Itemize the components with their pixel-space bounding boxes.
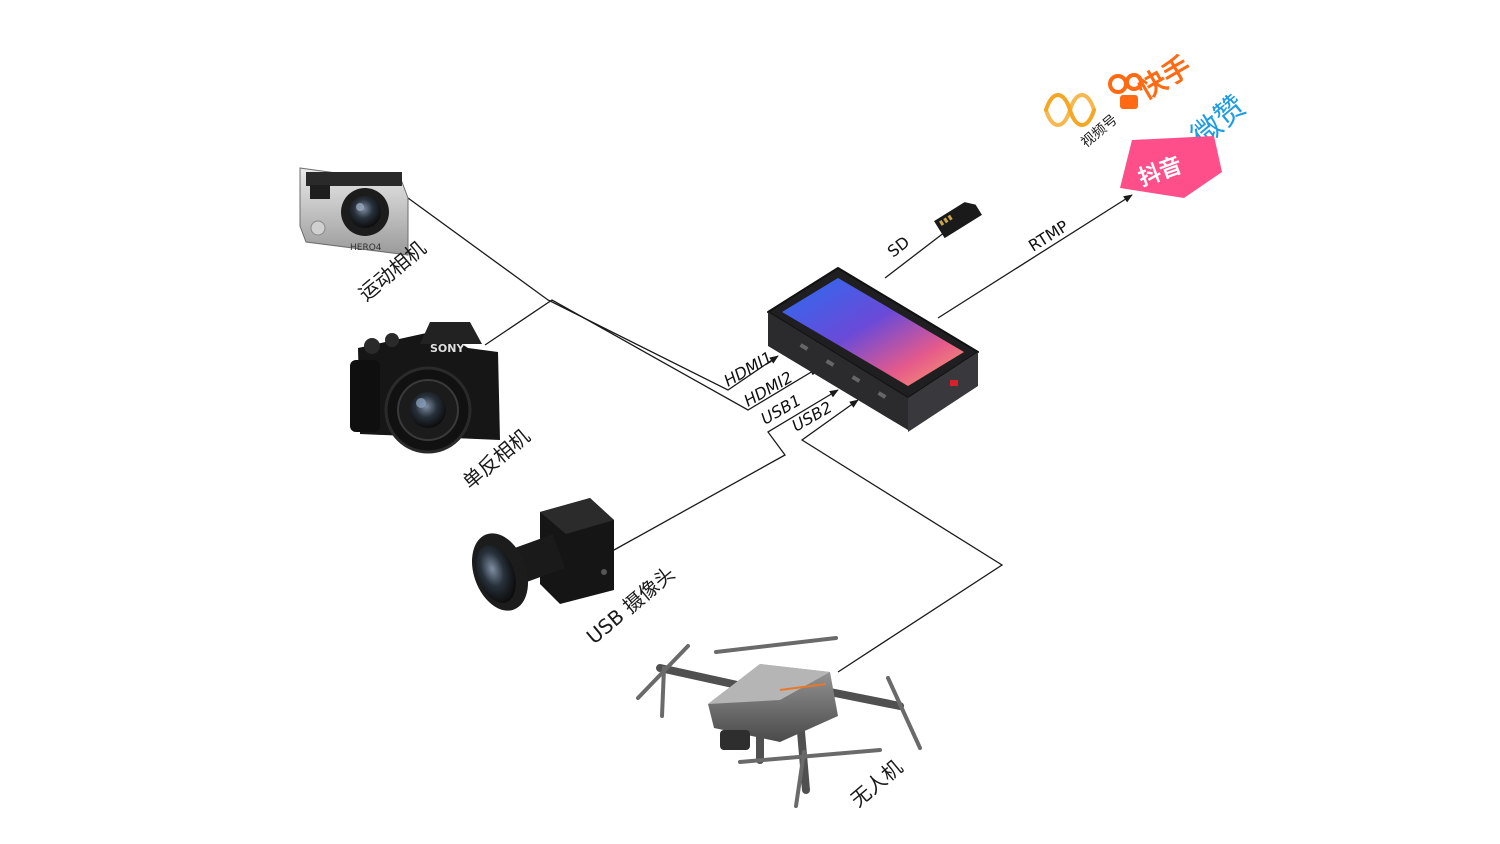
- wire-usb2: [800, 399, 1004, 673]
- kuaishou-label: 快手: [1132, 49, 1197, 106]
- encoder-screen: [782, 278, 964, 386]
- wire-hdmi2: [484, 299, 819, 411]
- shipinhao-label: 视频号: [1078, 112, 1120, 151]
- sd-card-icon: [934, 202, 982, 239]
- wire-sd: [884, 231, 946, 279]
- drone: [636, 636, 922, 808]
- action-camera: HERO4: [299, 167, 409, 256]
- port-label-sd: SD: [884, 232, 913, 261]
- action-camera-model: HERO4: [350, 243, 382, 253]
- shipinhao-logo: 视频号: [1044, 93, 1121, 151]
- dslr-brand: SONY: [430, 342, 465, 355]
- encoder-device: [767, 267, 979, 432]
- usb-camera: [471, 498, 614, 611]
- dslr-camera: SONY: [350, 322, 500, 454]
- douyin-app-icon: 抖音: [1120, 136, 1222, 198]
- kuaishou-logo: 快手: [1108, 49, 1197, 109]
- label-drone: 无人机: [846, 755, 907, 812]
- port-label-rtmp: RTMP: [1025, 216, 1072, 255]
- wire-hdmi1: [407, 197, 779, 391]
- wire-rtmp: [937, 194, 1133, 319]
- wire-usb1: [613, 389, 839, 551]
- power-button: [950, 380, 958, 386]
